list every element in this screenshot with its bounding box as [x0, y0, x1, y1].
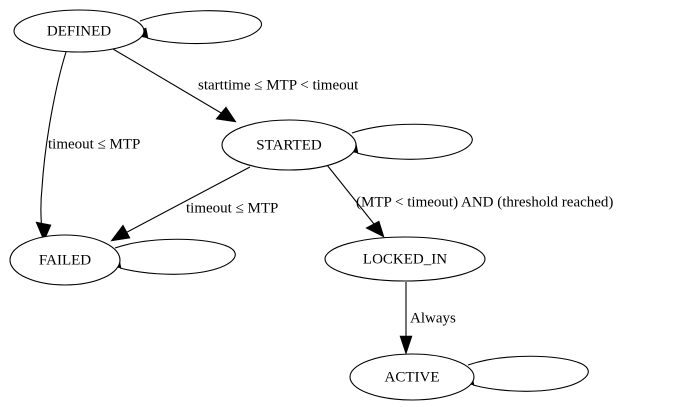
started-ellipse	[221, 119, 357, 171]
started-to-failed-path	[113, 166, 251, 240]
started-to-locked-in-path	[326, 164, 383, 235]
state-node-active[interactable]: ACTIVE	[349, 353, 475, 401]
state-node-started[interactable]: STARTED	[221, 119, 357, 171]
locked-in-to-active-edge[interactable]	[399, 282, 413, 355]
locked-in-label: LOCKED_IN	[363, 251, 447, 267]
state-node-failed[interactable]: FAILED	[9, 234, 121, 286]
defined-to-failed-arrowhead	[35, 221, 52, 242]
defined-to-started-edge[interactable]	[112, 48, 237, 123]
started-to-failed-arrowhead	[110, 224, 131, 242]
locked-in-ellipse	[324, 236, 486, 282]
edge-label-started-to-locked-in: (MTP < timeout) AND (threshold reached)	[356, 194, 613, 210]
defined-self-loop[interactable]	[126, 10, 262, 45]
defined-to-failed-path	[40, 51, 67, 240]
edge-label-defined-to-started: starttime ≤ MTP < timeout	[198, 77, 359, 93]
edge-label-locked-in-to-active: Always	[410, 310, 456, 326]
defined-to-started-arrowhead	[215, 106, 237, 123]
started-to-locked-in-edge[interactable]	[326, 164, 385, 238]
started-self-loop[interactable]	[336, 123, 473, 160]
failed-self-loop-path	[114, 238, 236, 275]
state-node-defined[interactable]: DEFINED	[13, 9, 145, 53]
defined-self-loop-path	[139, 10, 262, 45]
active-ellipse	[349, 353, 475, 401]
active-self-loop[interactable]	[452, 355, 589, 392]
defined-label: DEFINED	[47, 23, 111, 39]
state-node-locked-in[interactable]: LOCKED_IN	[324, 236, 486, 282]
started-to-failed-edge[interactable]	[110, 166, 251, 242]
defined-ellipse	[13, 9, 145, 53]
started-to-locked-in-arrowhead	[365, 220, 385, 238]
active-self-loop-path	[467, 355, 589, 392]
locked-in-to-active-arrowhead	[399, 335, 413, 355]
failed-label: FAILED	[39, 252, 91, 268]
defined-to-failed-edge[interactable]	[35, 51, 67, 242]
active-label: ACTIVE	[385, 369, 440, 385]
started-label: STARTED	[256, 137, 322, 153]
failed-ellipse	[9, 234, 121, 286]
failed-self-loop[interactable]	[99, 238, 236, 275]
edge-label-started-to-failed: timeout ≤ MTP	[186, 200, 278, 216]
started-self-loop-path	[351, 123, 473, 160]
edge-label-defined-to-failed: timeout ≤ MTP	[48, 136, 140, 152]
defined-to-started-path	[112, 48, 234, 121]
